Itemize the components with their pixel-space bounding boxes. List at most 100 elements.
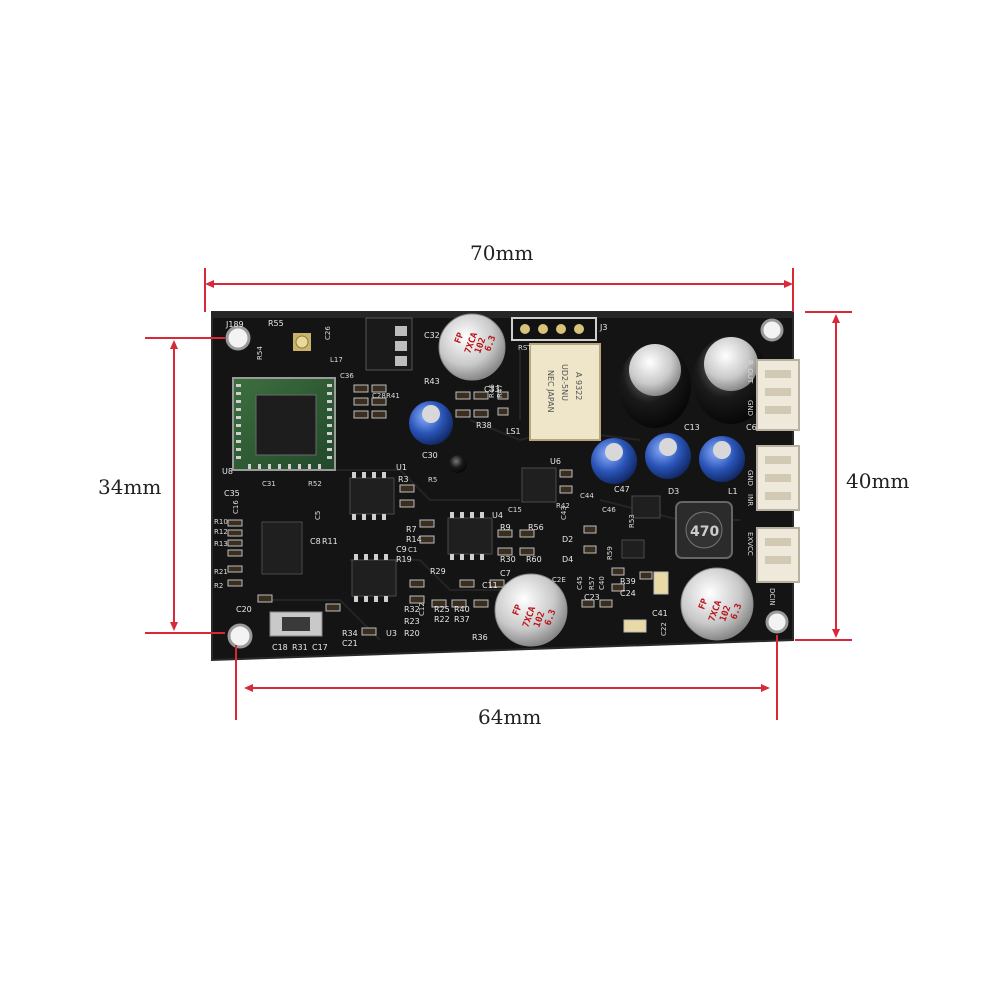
antenna-connector (293, 333, 311, 351)
label-r10: R10 (214, 518, 228, 526)
label-j189: J189 (225, 320, 244, 329)
label-c40: C40 (598, 576, 606, 590)
label-r42: R42 (556, 502, 570, 510)
polymer-cap-3: FP 7XCA 102 6.3 (680, 567, 754, 641)
label-c13: C13 (684, 423, 700, 432)
label-rst: RST (518, 344, 532, 352)
label-r31: R31 (292, 643, 308, 652)
inductor: 470 (675, 501, 733, 559)
label-c12: C12 (418, 602, 426, 616)
relay-line-2: UD2-5NU (560, 364, 569, 401)
silkscreen-labels: J189 R55 C26 R54 L17 C36 C32 R43 C33 R46… (214, 319, 776, 652)
label-c8: C8 (310, 537, 321, 546)
label-r23: R23 (404, 617, 420, 626)
label-c35: C35 (224, 489, 240, 498)
label-j3: J3 (599, 323, 607, 332)
label-r-out: R_OUT (746, 360, 754, 384)
relay-line-3: A 9322 (574, 372, 583, 400)
label-r20: R20 (404, 629, 420, 638)
label-r57: R57 (588, 576, 596, 590)
dimension-left-label: 34mm (98, 475, 161, 499)
ic-pins (352, 472, 484, 602)
label-c31: C31 (262, 480, 276, 488)
pcb-edge (212, 312, 793, 318)
polymer-cap-2: FP 7XCA 102 6.3 (494, 573, 568, 647)
label-c5: C5 (314, 511, 322, 520)
relay-line-1: NEC JAPAN (546, 370, 555, 413)
label-l17: L17 (330, 356, 343, 364)
label-c16: C16 (232, 500, 240, 514)
label-c11: C11 (482, 581, 498, 590)
label-r13: R13 (214, 540, 228, 548)
label-r41: R41 (386, 392, 400, 400)
label-c9: C9 (396, 545, 407, 554)
label-r14: R14 (406, 535, 422, 544)
label-r19: R19 (396, 555, 412, 564)
label-r47: R47 (496, 384, 504, 398)
label-c47: C47 (614, 485, 630, 494)
label-c1: C1 (408, 546, 417, 554)
label-r32: R32 (404, 605, 420, 614)
label-c45: C45 (576, 576, 584, 590)
label-c36: C36 (340, 372, 354, 380)
label-r43: R43 (424, 377, 440, 386)
small-cap (449, 455, 467, 473)
label-c2e: C2E (552, 576, 566, 584)
label-u4: U4 (492, 511, 503, 520)
jst-connectors (756, 359, 800, 583)
dimension-bottom-label: 64mm (478, 705, 541, 729)
label-d4: D4 (562, 555, 573, 564)
polymer-cap-1: FP 7XCA 102 6.3 (438, 313, 506, 381)
label-r3: R3 (398, 475, 409, 484)
relay: NEC JAPAN UD2-5NU A 9322 (529, 343, 601, 441)
label-r7: R7 (406, 525, 417, 534)
header-j3 (511, 317, 597, 341)
label-r55: R55 (268, 319, 284, 328)
label-r29: R29 (430, 567, 446, 576)
label-r11: R11 (322, 537, 338, 546)
label-c23: C23 (584, 593, 600, 602)
label-r59: R59 (606, 546, 614, 560)
mounting-holes (225, 318, 789, 649)
label-c15: C15 (508, 506, 522, 514)
label-c41: C41 (652, 609, 668, 618)
cap1-line-1: FP (453, 331, 466, 345)
label-r12: R12 (214, 528, 228, 536)
label-l1: L1 (728, 487, 738, 496)
label-r53: R53 (628, 514, 636, 528)
label-c30: C30 (422, 451, 438, 460)
crystal (269, 611, 323, 637)
dimension-top-label: 70mm (470, 241, 533, 265)
label-u1: U1 (396, 463, 407, 472)
label-c21: C21 (342, 639, 358, 648)
inductor-marking: 470 (690, 524, 719, 540)
label-r36: R36 (472, 633, 488, 642)
label-u3: U3 (386, 629, 397, 638)
label-r5: R5 (428, 476, 437, 484)
cap2-line-1: FP (511, 603, 524, 617)
label-c33: C33 (484, 385, 500, 394)
label-r9: R9 (500, 523, 511, 532)
label-r2: R2 (214, 582, 223, 590)
label-c7: C7 (500, 569, 511, 578)
label-dcin: DCIN (768, 588, 776, 606)
label-r25: R25 (434, 605, 450, 614)
label-u6: U6 (550, 457, 561, 466)
label-r60: R60 (526, 555, 542, 564)
smd-components (227, 384, 669, 636)
label-c17: C17 (312, 643, 328, 652)
label-c24: C24 (620, 589, 636, 598)
label-c20: C20 (236, 605, 252, 614)
bluetooth-module (232, 377, 336, 471)
label-c43: C43 (560, 506, 568, 520)
label-ls1: LS1 (506, 427, 521, 436)
label-r39: R39 (620, 577, 636, 586)
voltage-regulator (365, 317, 413, 371)
label-r54: R54 (256, 346, 264, 360)
black-capacitors (619, 336, 769, 428)
label-c44: C44 (580, 492, 594, 500)
label-inr: INR (746, 494, 754, 506)
label-c32: C32 (424, 331, 440, 340)
